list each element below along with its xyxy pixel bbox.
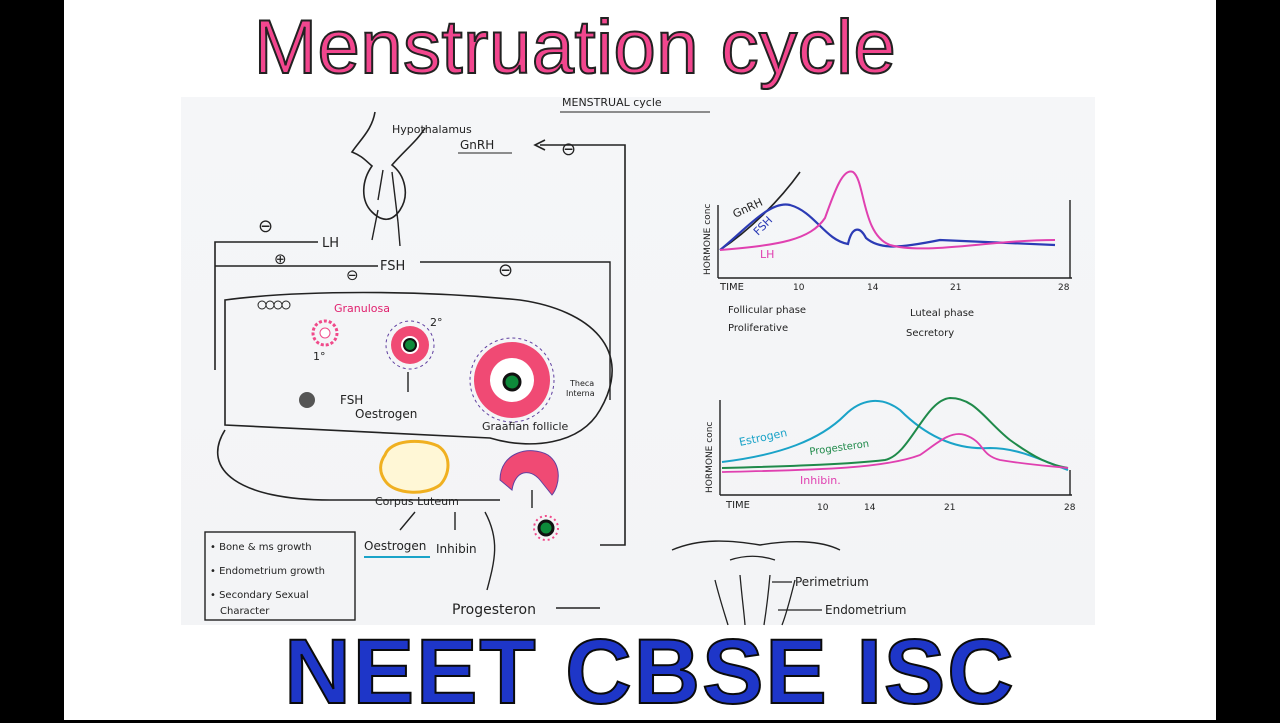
chart1-series-lh — [719, 170, 1056, 251]
primary-label: 1° — [313, 350, 326, 363]
chart1-tick-14: 14 — [867, 283, 879, 293]
footer-banner: NEET CBSE ISC — [0, 621, 1280, 723]
secondary-follicle-outer — [385, 320, 435, 370]
chart2-series-estrogen — [721, 399, 1069, 471]
phase-follicular: Follicular phase — [728, 305, 806, 316]
chart1-series-fsh — [719, 203, 1056, 251]
chart1-xlabel: TIME — [719, 282, 744, 293]
ovum-corona — [533, 515, 559, 541]
ovary-outline — [224, 291, 613, 445]
graafian-oocyte — [502, 372, 522, 392]
fsh-label: FSH — [380, 259, 405, 274]
hypothalamus-label: Hypothalamus — [392, 123, 472, 136]
chart2-tick-21: 21 — [944, 503, 955, 513]
page-title: Menstruation cycle — [253, 4, 897, 91]
minus-sign-left: ⊖ — [258, 216, 273, 237]
ovarian-hormone-chart: HORMONE conc TIME 10 14 21 28 Estrogen P… — [705, 396, 1076, 513]
endometrium-label: Endometrium — [825, 603, 907, 617]
minus-sign-fsh: ⊖ — [346, 266, 359, 284]
lh-label: LH — [322, 236, 339, 251]
effect-endometrium: • Endometrium growth — [210, 566, 325, 577]
secondary-oocyte — [403, 338, 417, 352]
chart2-tick-14: 14 — [864, 503, 876, 513]
chart2-ylabel: HORMONE conc — [705, 422, 715, 493]
product-inhibin: Inhibin — [436, 542, 477, 556]
pituitary-sketch — [350, 111, 426, 221]
uterus-top — [671, 540, 841, 551]
footer-text: NEET CBSE ISC — [283, 621, 1016, 723]
uterus-walls — [714, 574, 796, 626]
chart1-ylabel: HORMONE conc — [703, 204, 713, 275]
lh-arrow-line — [214, 241, 318, 370]
released-ovum — [537, 519, 555, 537]
corpus-label: Corpus Luteum — [375, 495, 459, 508]
effect-secondary: • Secondary Sexual — [210, 590, 309, 601]
chart2-series-progesteron — [721, 396, 1069, 469]
chart2-tick-28: 28 — [1064, 503, 1076, 513]
feedback-arrowhead — [533, 139, 546, 151]
graafian-label: Graafian follicle — [482, 420, 569, 433]
chart2-series-inhibin — [721, 433, 1069, 473]
effect-bone: • Bone & ms growth — [210, 542, 312, 553]
phase-proliferative: Proliferative — [728, 323, 788, 334]
minus-sign-loop: ⊖ — [498, 260, 513, 281]
uterus-cavity — [729, 555, 776, 561]
gonadotropin-chart: HORMONE conc TIME 10 14 21 28 GnRH FSH L… — [703, 170, 1072, 339]
chart2-xlabel: TIME — [725, 500, 750, 511]
product-arrows — [399, 511, 496, 591]
chart1-tick-10: 10 — [793, 283, 805, 293]
feedback-loop-right — [540, 144, 626, 546]
corpus-luteum — [379, 439, 450, 494]
ovary-lower-outline — [216, 429, 500, 501]
interna-label: Interna — [566, 389, 595, 398]
theca-label: Theca — [569, 379, 594, 388]
chart2-legend-estrogen: Estrogen — [738, 426, 788, 449]
effect-character: Character — [220, 606, 270, 617]
chart2-legend-progesteron: Progesteron — [809, 439, 870, 458]
chart2-legend-inhibin: Inhibin. — [800, 474, 841, 487]
oestrogen-label: Oestrogen — [355, 407, 417, 421]
oogonia-cells — [257, 300, 291, 310]
minus-sign-top: ⊖ — [561, 139, 576, 160]
chart1-tick-21: 21 — [950, 283, 961, 293]
effects-box — [204, 531, 356, 621]
perimetrium-label: Perimetrium — [795, 575, 869, 589]
diagram-heading: MENSTRUAL cycle — [562, 96, 662, 109]
pituitary-arrows — [371, 169, 401, 247]
gnrh-label: GnRH — [460, 138, 494, 152]
chart2-tick-10: 10 — [817, 503, 829, 513]
chart1-legend-lh: LH — [760, 248, 774, 261]
secondary-label: 2° — [430, 316, 443, 329]
primary-follicle — [311, 319, 339, 347]
fsh-ovary-label: FSH — [340, 393, 363, 407]
primary-oocyte — [319, 327, 331, 339]
chart1-tick-28: 28 — [1058, 283, 1070, 293]
product-progesterone: Progesteron — [452, 602, 536, 618]
graafian-outer — [469, 337, 555, 423]
chart1-legend-fsh: FSH — [751, 214, 775, 238]
diagram-paper — [181, 97, 1095, 625]
phase-secretory: Secretory — [906, 328, 954, 339]
plus-sign: ⊕ — [274, 250, 287, 268]
phase-luteal: Luteal phase — [910, 308, 974, 319]
product-oestrogen: Oestrogen — [364, 539, 426, 553]
ruptured-follicle — [499, 450, 559, 496]
fsh-blob — [299, 392, 315, 408]
granulosa-label: Granulosa — [334, 302, 390, 315]
title-banner: Menstruation cycle — [0, 0, 1280, 96]
